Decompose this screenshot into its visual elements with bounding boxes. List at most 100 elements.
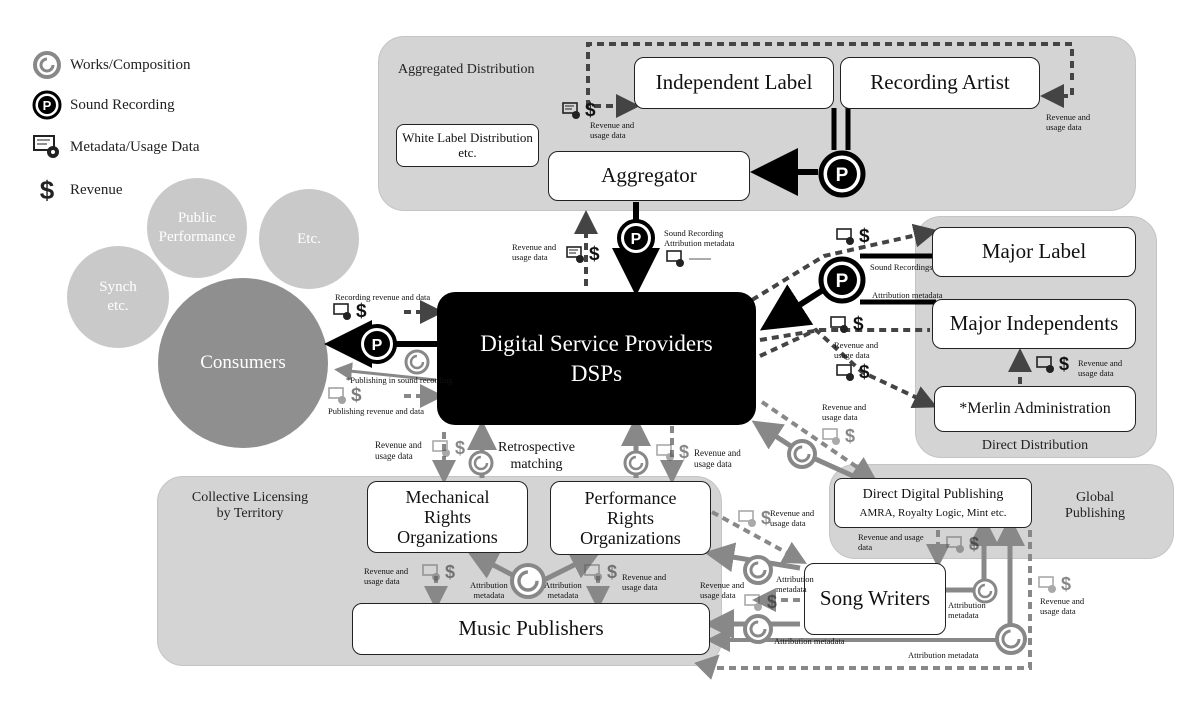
ann-publishing-in-sound: *Publishing in sound recording [346, 375, 453, 385]
major-label-text: Major Label [981, 239, 1087, 264]
meta-rev-mp-right: $ [584, 562, 617, 583]
metadata-icon [738, 509, 756, 527]
merlin-node: *Merlin Administration [934, 386, 1136, 432]
ann-rev-usage-major: Revenue and usage data [834, 340, 879, 361]
works-icon [972, 578, 998, 604]
ann-attr-meta-sw2: Attribution metadata [948, 600, 986, 621]
ann-rev-usage-indep: Revenue and usage data [590, 120, 635, 141]
consumers-label: Consumers [200, 352, 286, 374]
revenue-icon: $ [679, 442, 690, 462]
revenue-icon: $ [761, 508, 772, 528]
sound-recording-icon: P [617, 219, 655, 257]
revenue-legend-icon: $ [39, 175, 55, 205]
ann-sound-attr: Sound Recording Attribution metadata [664, 228, 735, 249]
ann-rev-usage-ddp: Revenue and usage data [822, 402, 867, 423]
metadata-icon [822, 427, 840, 445]
metadata-icon [656, 443, 674, 461]
works-icon [404, 349, 430, 375]
works-icon [743, 614, 773, 644]
dsp-text: Digital Service Providers DSPs [480, 330, 713, 386]
ann-attr-meta-bottom2: Attribution metadata [908, 650, 979, 660]
works-legend-icon [30, 50, 64, 80]
meta-rev-mech-top: $ [432, 438, 465, 459]
white-label-node: White Label Distribution etc. [396, 124, 539, 167]
ann-attr-meta-bottom: Attribution metadata [774, 636, 845, 646]
global-publishing-label: Global Publishing [1065, 490, 1125, 521]
legend-works-label: Works/Composition [70, 56, 191, 73]
song-writers-node: Song Writers [804, 563, 946, 635]
metadata-icon [666, 250, 684, 267]
metadata-icon [566, 246, 584, 263]
aggregator-text: Aggregator [601, 163, 697, 188]
c-symbol-ddp [786, 438, 818, 470]
metadata-icon [333, 303, 351, 320]
metadata-icon [744, 593, 762, 611]
revenue-icon: $ [607, 562, 618, 582]
sound-recording-icon: P [818, 150, 866, 198]
meta-rev-ddp-top: $ [822, 426, 855, 447]
ann-rev-usage-mp-left: Revenue and usage data [364, 566, 409, 587]
ann-retrospective: Retrospective matching [498, 440, 575, 472]
meta-rev-major-label: $ [836, 226, 870, 248]
etc-circle: Etc. [259, 189, 359, 289]
meta-rev-perf-top: $ [656, 442, 689, 463]
etc-label: Etc. [297, 230, 321, 247]
meta-rev-merlin: $ [836, 362, 870, 384]
revenue-icon: $ [356, 301, 367, 322]
meta-rev-far-right: $ [1038, 574, 1071, 595]
revenue-icon: $ [445, 562, 456, 582]
works-icon [510, 563, 546, 599]
revenue-icon: $ [859, 362, 870, 383]
dsp-node: Digital Service Providers DSPs [437, 292, 756, 425]
revenue-icon: $ [969, 534, 980, 554]
meta-rev-mp-left: $ [422, 562, 455, 583]
legend-metadata: Metadata/Usage Data [30, 133, 200, 161]
metadata-icon [836, 364, 854, 381]
c-symbol-songwriters-lower [742, 613, 774, 645]
ann-recording-revenue: Recording revenue and data [335, 292, 431, 302]
p-symbol-dsp-top: P [616, 218, 656, 258]
svg-text:P: P [836, 271, 849, 292]
revenue-icon: $ [767, 592, 778, 612]
revenue-icon: $ [351, 385, 362, 406]
direct-distribution-label: Direct Distribution [981, 438, 1089, 453]
revenue-icon: $ [589, 244, 600, 265]
synch-circle: Synch etc. [67, 246, 169, 348]
metadata-icon [1036, 355, 1054, 373]
meta-rev-indep-label: $ [562, 100, 596, 122]
aggregator-node: Aggregator [548, 151, 750, 201]
ann-rev-usage-agg: Revenue and usage data [512, 242, 557, 263]
legend-revenue-label: Revenue [70, 182, 123, 198]
meta-rev-publishing-consumers: $ [328, 385, 362, 407]
data-flows-dark [404, 42, 1074, 409]
metadata-icon [836, 228, 854, 245]
c-symbol-consumers [404, 349, 430, 375]
works-icon [995, 623, 1027, 655]
meta-sound-attr [666, 250, 713, 268]
meta-rev-ddp-below: $ [946, 534, 979, 555]
legend-revenue: $ Revenue [30, 175, 123, 206]
works-icon [468, 450, 494, 476]
music-publishers-node: Music Publishers [352, 603, 710, 655]
svg-text:P: P [836, 165, 849, 186]
meta-rev-sw-left: $ [744, 592, 777, 613]
legend-works: Works/Composition [30, 50, 190, 80]
public-performance-circle: Public Performance [147, 178, 247, 278]
p-symbol-consumers: P [356, 323, 398, 365]
revenue-icon: $ [859, 226, 870, 247]
ann-rev-usage-mp-right: Revenue and usage data [622, 572, 667, 593]
ann-rev-usage-far-right: Revenue and usage data [1040, 596, 1085, 617]
svg-text:P: P [631, 231, 642, 248]
ann-sound-recordings: Sound Recordings [870, 262, 933, 272]
meta-rev-aggregator: $ [566, 244, 600, 266]
metadata-icon [946, 535, 964, 553]
recording-artist-node: Recording Artist [840, 57, 1040, 109]
independent-label-node: Independent Label [634, 57, 834, 109]
works-icon [787, 439, 817, 469]
c-symbol-publishers-center [509, 562, 547, 600]
direct-digital-publishing-title: Direct Digital Publishing [862, 487, 1004, 502]
ann-rev-usage-merlin: Revenue and usage data [1078, 358, 1123, 379]
direct-digital-publishing-sub: AMRA, Royalty Logic, Mint etc. [859, 506, 1007, 519]
revenue-icon: $ [455, 438, 466, 458]
ann-attribution-major: Attribution metadata [872, 290, 943, 300]
